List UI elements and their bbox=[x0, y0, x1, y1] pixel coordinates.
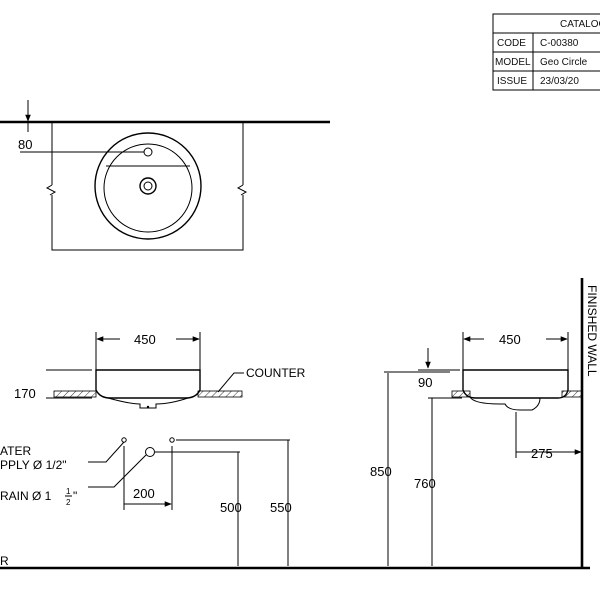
side-dim-counter-height: 850 bbox=[370, 464, 392, 479]
front-dim-height: 170 bbox=[14, 386, 36, 401]
front-dim-drain-height: 500 bbox=[220, 500, 242, 515]
plan-view: 80 bbox=[0, 100, 330, 251]
front-basin-body bbox=[95, 369, 201, 399]
title-block-code-label: CODE bbox=[497, 38, 526, 49]
water-supply-point bbox=[121, 437, 127, 443]
drain-fraction-den: 2 bbox=[66, 498, 71, 507]
title-block-model-value: Geo Circle bbox=[540, 57, 588, 68]
side-basin-body bbox=[462, 369, 569, 399]
side-dim-width: 450 bbox=[499, 332, 521, 347]
title-block-issue-label: ISSUE bbox=[497, 76, 527, 87]
side-view: FINISHED WALL 450 90 275 850 760 bbox=[370, 278, 599, 568]
title-block-code-value: C-00380 bbox=[540, 38, 579, 49]
counter-left bbox=[53, 390, 97, 398]
basin-outer-rim bbox=[94, 132, 202, 240]
drain-label: RAIN Ø 1 bbox=[0, 489, 52, 503]
front-dim-drain-offset: 200 bbox=[133, 486, 155, 501]
counter-right bbox=[197, 390, 243, 398]
side-dim-drain-from-wall: 275 bbox=[531, 446, 553, 461]
title-block-issue-value: 23/03/20 bbox=[540, 76, 579, 87]
water-supply-point-2 bbox=[169, 437, 175, 443]
counter-label: COUNTER bbox=[246, 366, 306, 380]
side-counter-right bbox=[561, 390, 583, 398]
dim-tap-offset: 80 bbox=[18, 137, 32, 152]
drain-fraction-num: 1 bbox=[66, 487, 71, 496]
drain-hole bbox=[139, 177, 157, 195]
title-block-model-label: MODEL bbox=[495, 57, 531, 68]
drain-point bbox=[145, 447, 155, 457]
side-basin-underside bbox=[469, 396, 541, 411]
wall-label: FINISHED WALL bbox=[585, 285, 599, 377]
front-dim-supply-height: 550 bbox=[270, 500, 292, 515]
side-counter-left bbox=[451, 390, 471, 398]
front-dim-width: 450 bbox=[134, 332, 156, 347]
drain-label-suffix: " bbox=[73, 489, 77, 503]
floor-label: R bbox=[0, 554, 9, 568]
tap-hole bbox=[143, 147, 153, 157]
basin-inner-bowl bbox=[103, 143, 193, 233]
title-block-header: CATALOG bbox=[560, 19, 600, 30]
side-dim-drain-height: 760 bbox=[414, 476, 436, 491]
title-block: CATALOG CODE C-00380 MODEL Geo Circle IS… bbox=[492, 13, 600, 91]
side-dim-counter-top: 90 bbox=[418, 375, 432, 390]
